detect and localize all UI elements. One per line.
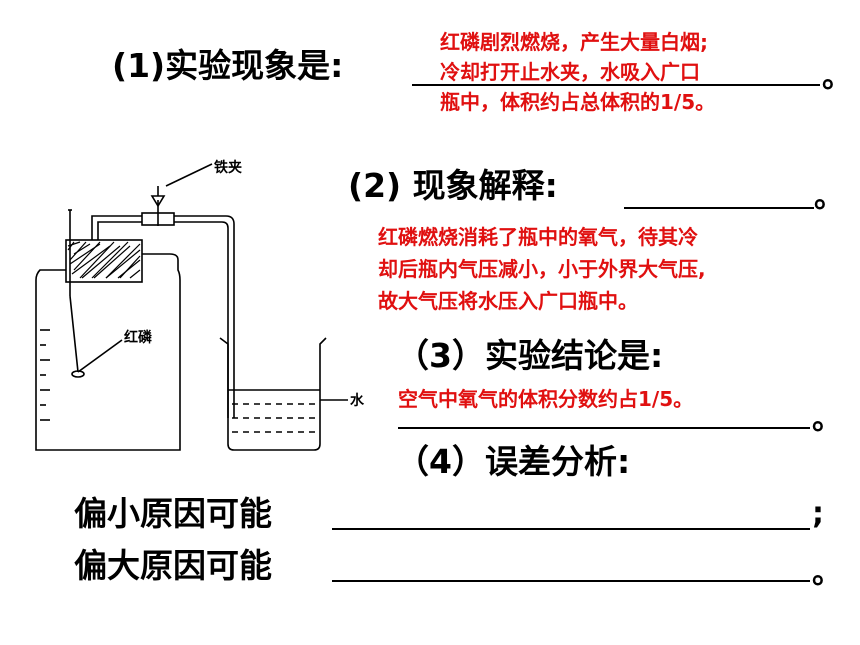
q4-label: （4）误差分析: <box>396 442 631 481</box>
q3-label: （3）实验结论是: <box>396 336 664 375</box>
error-large-line <box>332 580 810 582</box>
q1-label: (1)实验现象是: <box>112 46 344 85</box>
q2-label: (2) 现象解释: <box>348 166 558 205</box>
q2-answer-line3: 故大气压将水压入广口瓶中。 <box>378 289 638 313</box>
glass-tube <box>91 215 235 418</box>
rubber-stopper <box>65 239 143 283</box>
error-small-label: 偏小原因可能 <box>74 494 272 533</box>
error-large-end: 。 <box>812 556 842 591</box>
clamp-icon <box>150 163 213 226</box>
water-label: 水 <box>350 392 365 409</box>
phosphorus-label: 红磷 <box>124 329 153 346</box>
q3-answer-line <box>398 427 810 429</box>
q1-answer-line1: 红磷剧烈燃烧，产生大量白烟; <box>440 30 708 54</box>
apparatus-diagram: 铁夹 红磷 水 <box>35 159 365 451</box>
clamp-label: 铁夹 <box>214 159 242 176</box>
q1-answer-line2: 冷却打开止水夹，水吸入广口 <box>440 60 700 84</box>
error-small-line <box>332 528 810 530</box>
phosphorus-spoon <box>71 370 85 378</box>
q2-end-mark: 。 <box>814 180 844 215</box>
error-large-label: 偏大原因可能 <box>74 546 272 585</box>
q1-answer-line <box>412 84 820 86</box>
q1-answer-line3: 瓶中，体积约占总体积的1/5。 <box>440 90 716 114</box>
wide-mouth-bottle <box>35 253 181 451</box>
q3-end-mark: 。 <box>812 402 842 437</box>
error-small-end: ; <box>812 496 824 531</box>
water-dashes <box>232 403 318 433</box>
q2-answer-line <box>624 207 814 209</box>
q2-answer-line1: 红磷燃烧消耗了瓶中的氧气，待其冷 <box>378 225 698 249</box>
q2-answer-line2: 却后瓶内气压减小，小于外界大气压, <box>378 257 706 281</box>
q1-end-mark: 。 <box>822 60 852 95</box>
q3-answer: 空气中氧气的体积分数约占1/5。 <box>398 387 694 411</box>
bottle-scale-marks <box>40 329 50 421</box>
beaker <box>219 337 327 451</box>
